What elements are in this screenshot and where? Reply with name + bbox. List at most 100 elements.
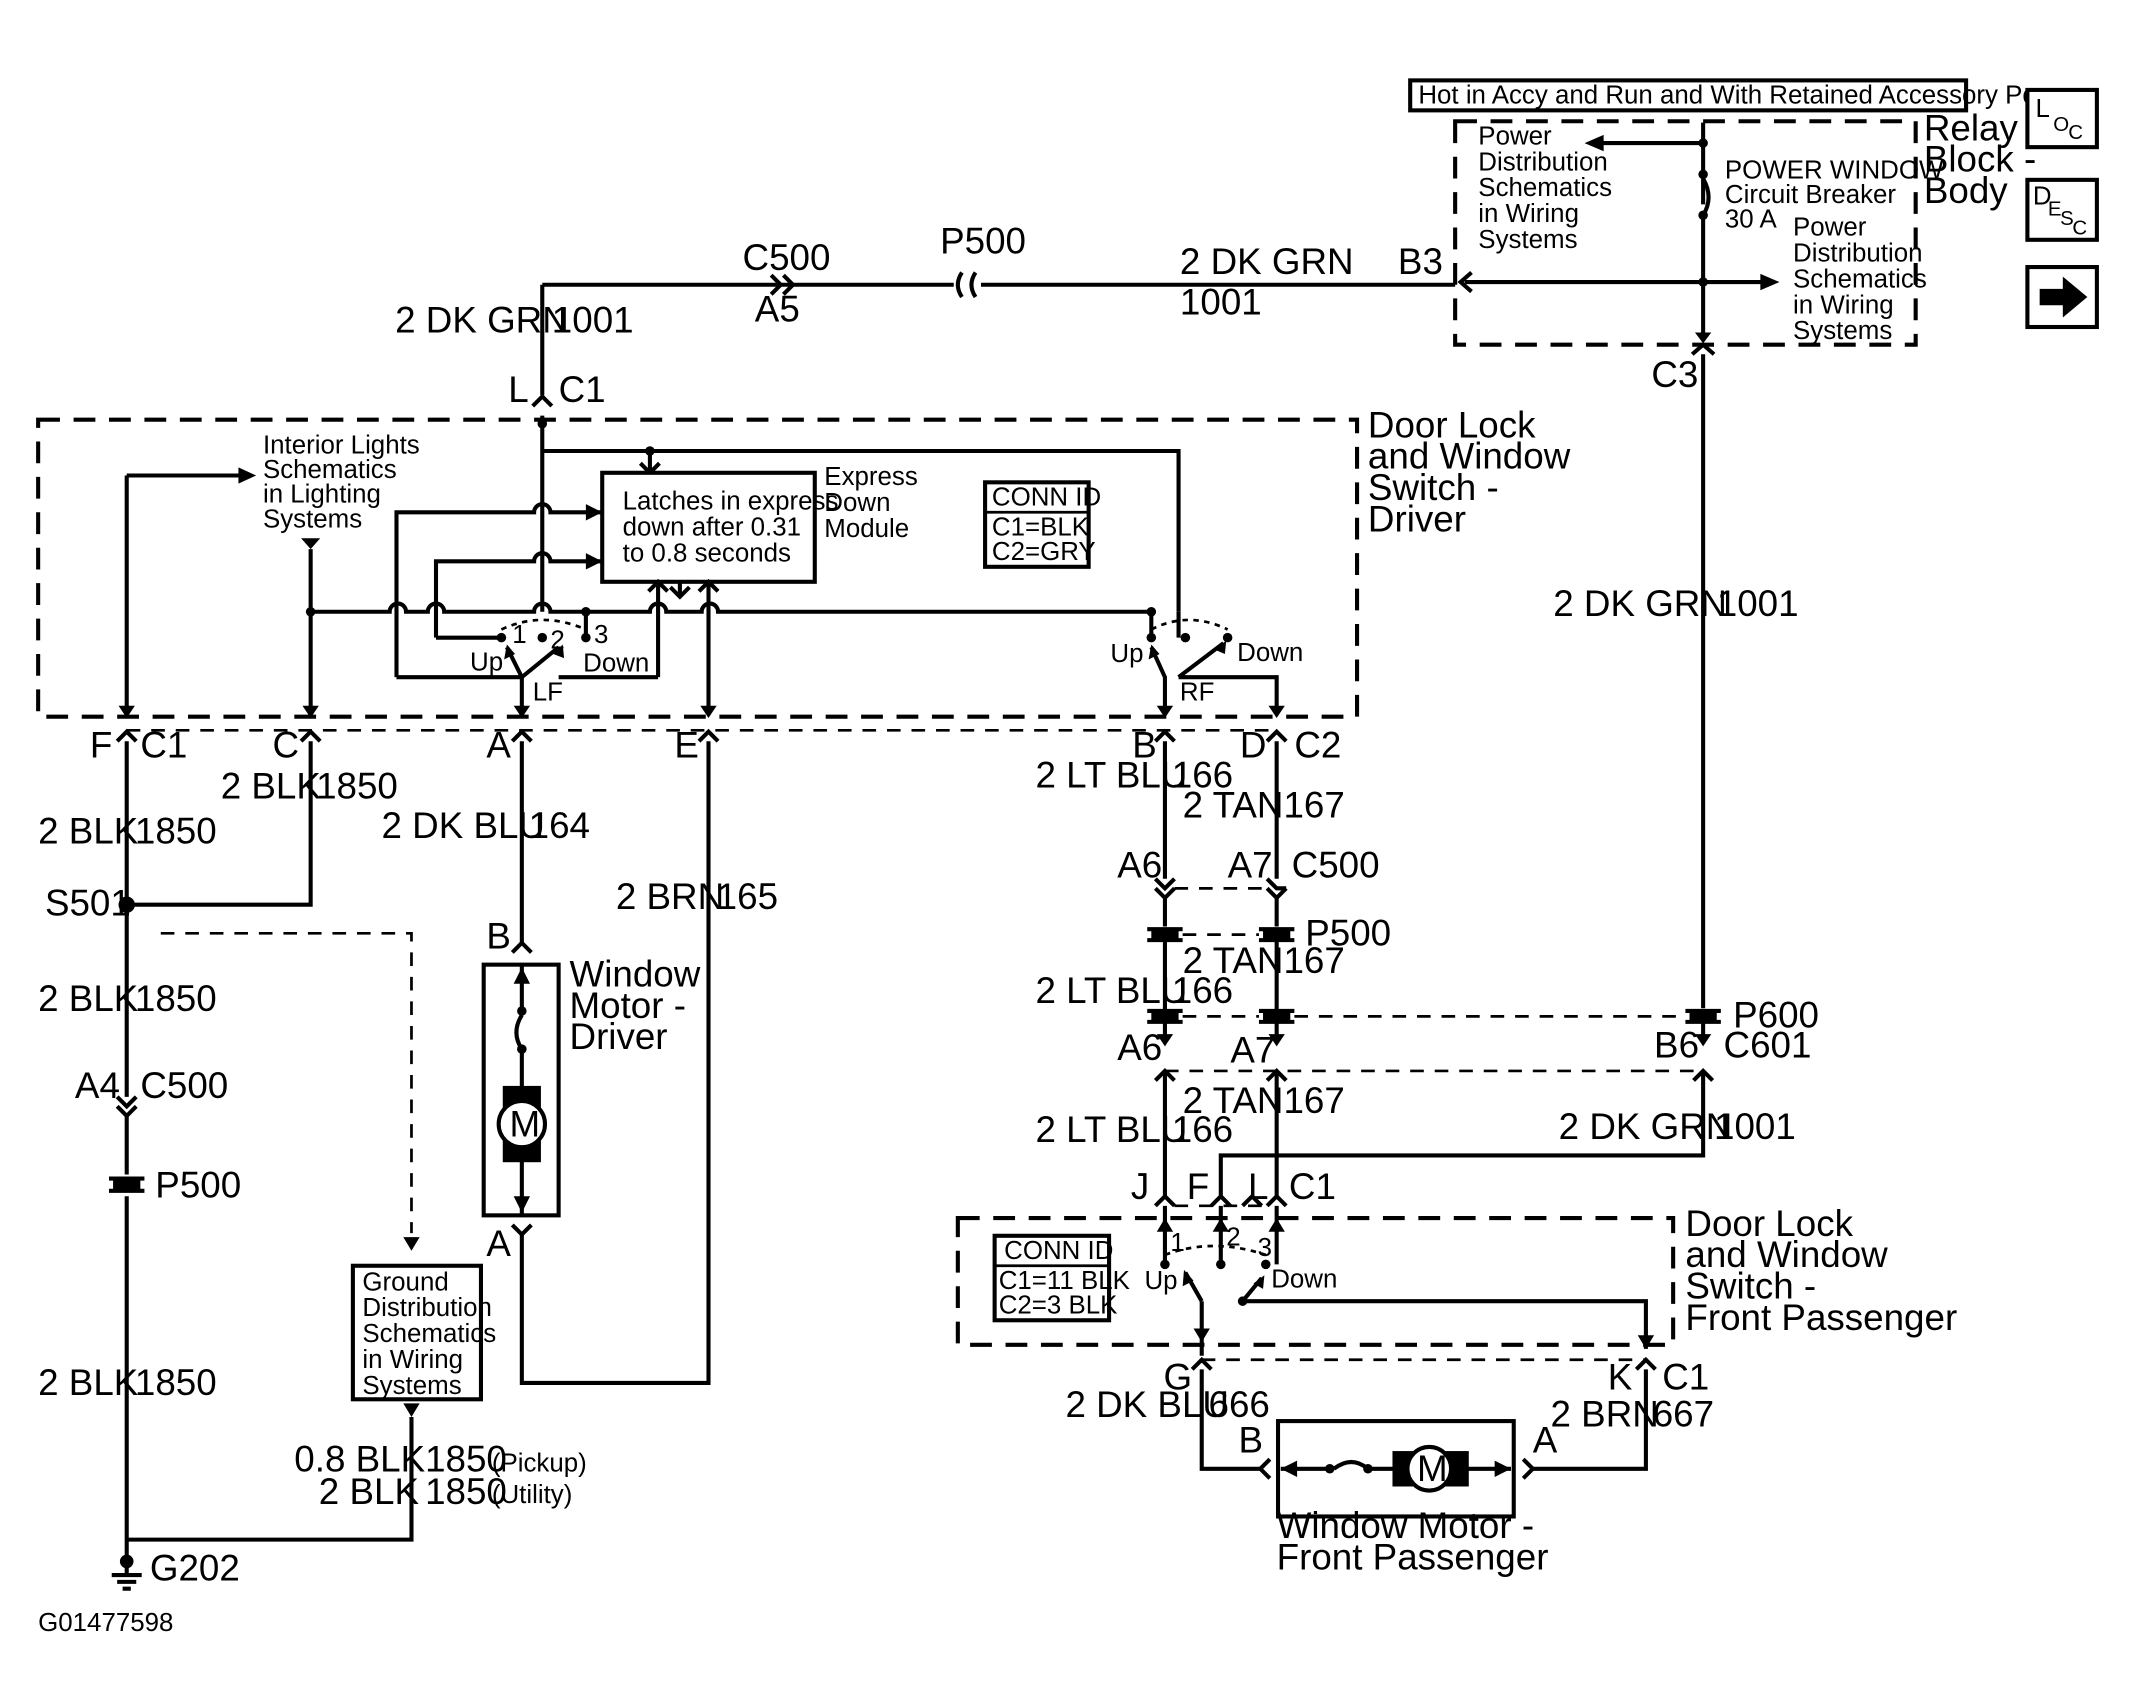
c500-top: C500 bbox=[743, 237, 831, 278]
svg-text:Motor -: Motor - bbox=[570, 985, 686, 1026]
svg-text:and Window: and Window bbox=[1368, 436, 1571, 477]
svg-text:0.8 BLK: 0.8 BLK bbox=[294, 1438, 425, 1479]
svg-text:C2: C2 bbox=[1294, 725, 1341, 766]
svg-text:D: D bbox=[2033, 182, 2052, 210]
svg-text:1: 1 bbox=[512, 621, 526, 649]
svg-text:A: A bbox=[486, 725, 511, 766]
svg-text:166: 166 bbox=[1172, 970, 1233, 1011]
svg-text:3: 3 bbox=[1258, 1234, 1272, 1262]
svg-text:in Wiring: in Wiring bbox=[1793, 291, 1894, 319]
svg-text:Window: Window bbox=[570, 953, 701, 994]
svg-text:(Pickup): (Pickup) bbox=[492, 1449, 587, 1477]
driver-switch-outline bbox=[36, 417, 1360, 719]
conn-id-driver bbox=[983, 480, 1091, 569]
svg-text:2 TAN: 2 TAN bbox=[1183, 940, 1284, 981]
svg-text:2: 2 bbox=[1226, 1223, 1240, 1251]
p500-top: P500 bbox=[940, 220, 1026, 261]
locator-icon[interactable]: L O C bbox=[2025, 87, 2099, 150]
svg-text:E: E bbox=[2048, 198, 2062, 220]
svg-text:Down: Down bbox=[583, 650, 649, 678]
svg-text:CONN ID: CONN ID bbox=[992, 483, 1101, 511]
s501-label: S501 bbox=[45, 883, 131, 924]
svg-text:A: A bbox=[486, 1223, 511, 1264]
svg-text:Systems: Systems bbox=[362, 1372, 461, 1400]
svg-text:1: 1 bbox=[1170, 1229, 1184, 1257]
svg-text:166: 166 bbox=[1172, 1109, 1233, 1150]
svg-text:S: S bbox=[2060, 208, 2074, 230]
pass-pins: J F L C1 bbox=[1131, 1166, 1336, 1207]
svg-text:165: 165 bbox=[717, 876, 778, 917]
svg-text:164: 164 bbox=[529, 805, 590, 846]
svg-text:2 LT BLU: 2 LT BLU bbox=[1036, 755, 1188, 796]
svg-text:1001: 1001 bbox=[1717, 583, 1799, 624]
svg-text:Door Lock: Door Lock bbox=[1368, 404, 1536, 445]
svg-text:B: B bbox=[1132, 725, 1157, 766]
svg-text:B: B bbox=[1239, 1419, 1264, 1460]
rf-switch: Up Down RF bbox=[1110, 611, 1303, 709]
svg-text:M: M bbox=[1417, 1448, 1448, 1489]
svg-text:1850: 1850 bbox=[425, 1471, 507, 1512]
svg-text:2 TAN: 2 TAN bbox=[1183, 784, 1284, 825]
splice-s501 bbox=[118, 896, 135, 913]
hot-note-box bbox=[1408, 78, 1969, 113]
svg-text:Switch -: Switch - bbox=[1685, 1265, 1816, 1306]
svg-text:Schematics: Schematics bbox=[1478, 174, 1612, 202]
express-down-label: Express Down Module bbox=[824, 463, 917, 543]
circuit-breaker-label: POWER WINDOW Circuit Breaker 30 A bbox=[1725, 156, 1944, 233]
pass-switch-outline bbox=[955, 1216, 1676, 1347]
svg-text:Up: Up bbox=[1110, 640, 1143, 668]
svg-text:C: C bbox=[2068, 122, 2083, 144]
svg-text:Systems: Systems bbox=[1478, 226, 1577, 254]
svg-text:in Wiring: in Wiring bbox=[362, 1346, 463, 1374]
interior-lights-label: Interior Lights Schematics in Lighting S… bbox=[263, 432, 420, 534]
svg-text:A4: A4 bbox=[75, 1065, 120, 1106]
description-icon[interactable]: D E S C bbox=[2025, 177, 2099, 242]
svg-text:1850: 1850 bbox=[135, 978, 217, 1019]
svg-text:Window Motor -: Window Motor - bbox=[1277, 1505, 1534, 1546]
relay-block-title: Relay bbox=[1924, 107, 2019, 148]
svg-text:Driver: Driver bbox=[1368, 498, 1466, 539]
svg-text:2 DK GRN: 2 DK GRN bbox=[1559, 1106, 1733, 1147]
svg-text:2 DK GRN: 2 DK GRN bbox=[1553, 583, 1727, 624]
connector-p500-left bbox=[108, 1176, 145, 1193]
svg-text:to 0.8 seconds: to 0.8 seconds bbox=[623, 539, 791, 567]
svg-text:Module: Module bbox=[824, 515, 909, 543]
power-distribution-right: Power Distribution Schematics in Wiring … bbox=[1793, 214, 1927, 346]
svg-text:Body: Body bbox=[1924, 170, 2008, 211]
svg-text:Schematics: Schematics bbox=[263, 456, 397, 484]
svg-text:1001: 1001 bbox=[1714, 1106, 1796, 1147]
svg-text:Front Passenger: Front Passenger bbox=[1277, 1537, 1549, 1578]
svg-text:C1: C1 bbox=[1662, 1357, 1709, 1398]
svg-text:C2=GRY: C2=GRY bbox=[992, 538, 1096, 566]
svg-text:2 DK GRN: 2 DK GRN bbox=[1180, 241, 1354, 282]
right-arrow-icon[interactable] bbox=[2025, 265, 2099, 330]
svg-text:Driver: Driver bbox=[570, 1016, 668, 1057]
ground-distribution-box bbox=[350, 1263, 484, 1402]
svg-text:1850: 1850 bbox=[135, 810, 217, 851]
svg-text:A5: A5 bbox=[755, 289, 800, 330]
svg-text:C500: C500 bbox=[1292, 844, 1380, 885]
svg-text:2 DK BLU: 2 DK BLU bbox=[1065, 1384, 1228, 1425]
diagram-id: G01477598 bbox=[38, 1609, 173, 1637]
conn-id-pass bbox=[992, 1233, 1112, 1323]
svg-text:2 DK BLU: 2 DK BLU bbox=[382, 805, 545, 846]
svg-text:2 BLK: 2 BLK bbox=[38, 978, 139, 1019]
svg-text:2 BRN: 2 BRN bbox=[1551, 1394, 1659, 1435]
svg-text:Power: Power bbox=[1793, 214, 1867, 242]
svg-text:Down: Down bbox=[1271, 1266, 1337, 1294]
svg-text:30 A: 30 A bbox=[1725, 206, 1778, 234]
svg-text:Block -: Block - bbox=[1924, 139, 2036, 180]
svg-text:RF: RF bbox=[1180, 678, 1215, 706]
svg-text:1850: 1850 bbox=[425, 1438, 507, 1479]
svg-text:O: O bbox=[2053, 114, 2069, 136]
svg-text:Switch -: Switch - bbox=[1368, 467, 1499, 508]
svg-text:Latches in express: Latches in express bbox=[623, 488, 839, 516]
svg-text:C500: C500 bbox=[140, 1065, 228, 1106]
svg-text:2: 2 bbox=[550, 627, 564, 655]
svg-text:2 BLK: 2 BLK bbox=[38, 1362, 139, 1403]
svg-text:and Window: and Window bbox=[1685, 1234, 1888, 1275]
svg-text:J: J bbox=[1131, 1166, 1149, 1207]
svg-text:2 LT BLU: 2 LT BLU bbox=[1036, 1109, 1188, 1150]
svg-text:M: M bbox=[510, 1103, 541, 1144]
